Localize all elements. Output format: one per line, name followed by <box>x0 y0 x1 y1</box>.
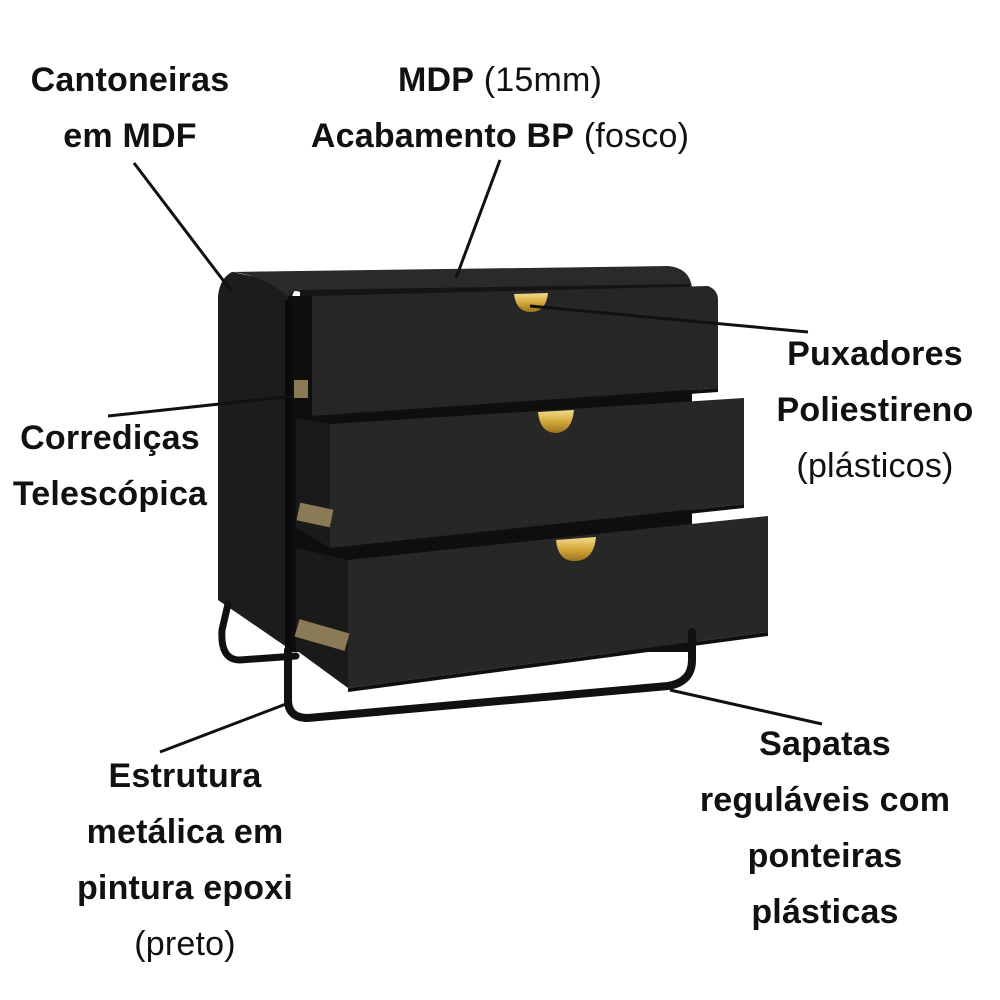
label-puxadores-line1: Puxadores <box>787 335 963 373</box>
label-corredicas-line1: Corrediças <box>20 419 200 457</box>
label-estrutura-line2: metálica em <box>86 813 284 851</box>
leader-line-estrutura <box>159 702 287 754</box>
dresser-side-panel <box>218 272 300 648</box>
label-cantoneiras-line1: Cantoneiras <box>30 61 230 99</box>
label-puxadores: Puxadores Poliestireno (plásticos) <box>760 326 990 494</box>
drawer-bottom-edge <box>348 632 768 692</box>
label-mdp-bold1: MDP <box>397 61 475 99</box>
label-corredicas-line2: Telescópica <box>12 475 208 513</box>
label-mdp-thin2: (fosco) <box>574 117 690 155</box>
label-puxadores-line3: (plásticos) <box>796 447 954 485</box>
label-mdp-bold2: Acabamento BP <box>310 117 575 155</box>
drawer-top-edge <box>312 388 718 420</box>
leader-line-sapatas <box>669 688 823 726</box>
leader-line-corredicas <box>107 394 295 418</box>
label-estrutura-line3: pintura epoxi <box>76 869 294 907</box>
label-corredicas: Corrediças Telescópica <box>0 410 220 522</box>
metal-frame-left <box>218 600 300 664</box>
label-estrutura-line1: Estrutura <box>108 757 262 795</box>
label-sapatas-line2: reguláveis com <box>699 781 951 819</box>
label-mdp-line2: Acabamento BP (fosco) <box>270 108 730 164</box>
telescopic-slide-3 <box>294 619 350 651</box>
drawer-bottom <box>348 516 768 688</box>
label-puxadores-line2: Poliestireno <box>776 391 974 429</box>
drawer-top <box>312 286 718 416</box>
label-sapatas-line1: Sapatas <box>759 725 891 763</box>
label-sapatas-line4: plásticas <box>751 893 899 931</box>
label-sapatas: Sapatas reguláveis com ponteiras plástic… <box>680 716 970 940</box>
drawer-middle <box>330 398 744 548</box>
leader-line-puxadores <box>529 304 809 334</box>
drawer-bottom-side <box>296 548 348 688</box>
telescopic-slide-2 <box>296 502 334 528</box>
label-sapatas-line3: ponteiras <box>747 837 903 875</box>
handle-2 <box>538 410 574 433</box>
leader-line-mdp <box>454 159 502 279</box>
leader-line-cantoneiras <box>132 162 234 293</box>
drawer-middle-edge <box>330 504 744 552</box>
label-mdp-line1: MDP (15mm) <box>270 52 730 108</box>
label-cantoneiras-line2: em MDF <box>63 117 197 155</box>
handle-3 <box>556 537 596 562</box>
label-mdp-thin1: (15mm) <box>474 61 603 99</box>
label-mdp: MDP (15mm) Acabamento BP (fosco) <box>270 52 730 164</box>
label-cantoneiras: Cantoneiras em MDF <box>10 52 250 164</box>
drawer-middle-side <box>296 418 330 548</box>
label-estrutura: Estrutura metálica em pintura epoxi (pre… <box>50 748 320 972</box>
metal-frame-front <box>284 628 696 723</box>
telescopic-slide-1 <box>294 380 308 398</box>
label-estrutura-line4: (preto) <box>134 925 236 963</box>
